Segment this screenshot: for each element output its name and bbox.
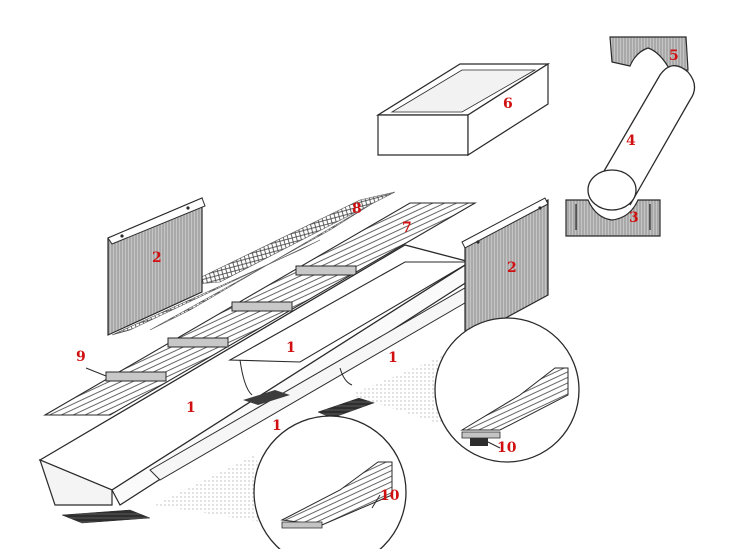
- label-end-plate-left: 2: [152, 250, 162, 266]
- label-grating: 7: [402, 220, 412, 236]
- detail-magnifier-upper: [350, 317, 580, 463]
- label-gutter-left: 1: [186, 400, 196, 416]
- mesh-screen: [111, 191, 396, 336]
- label-pipe: 4: [626, 133, 636, 149]
- end-plate-left: [107, 197, 206, 336]
- label-box: 6: [503, 96, 513, 112]
- label-end-plate-right: 2: [507, 260, 517, 276]
- label-mesh: 8: [352, 201, 362, 217]
- label-pipe-clamp-lower: 3: [629, 210, 639, 226]
- label-detail-lower: 10: [380, 488, 400, 504]
- gutter-assembly: [38, 244, 473, 506]
- crossbars: [85, 265, 357, 382]
- label-pipe-clamp-upper: 5: [669, 48, 679, 64]
- pipe-clamp-lower: [565, 199, 661, 237]
- label-gutter-lower: 1: [272, 418, 282, 434]
- label-gutter-right: 1: [388, 350, 398, 366]
- label-detail-upper: 10: [497, 440, 517, 456]
- detail-magnifier-lower: [155, 415, 407, 549]
- end-plate-right: [461, 197, 549, 342]
- label-crossbar: 9: [76, 349, 86, 365]
- open-box: [375, 62, 551, 157]
- label-gutter-mid: 1: [286, 340, 296, 356]
- pipe: [587, 65, 696, 211]
- base-plates: [61, 390, 383, 524]
